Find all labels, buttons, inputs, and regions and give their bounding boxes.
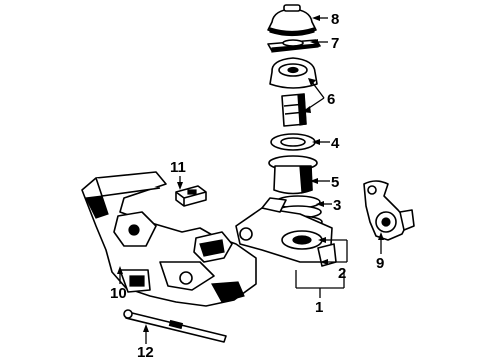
callout-8: 8 — [331, 11, 339, 28]
crossmember — [81, 171, 257, 307]
spring-insulator — [270, 133, 316, 151]
bearing-plate — [267, 39, 321, 53]
tension-strut-rod — [123, 309, 227, 343]
callout-3: 3 — [333, 197, 341, 214]
callout-4: 4 — [331, 135, 340, 152]
leader-lines — [117, 15, 384, 344]
callout-12: 12 — [137, 344, 154, 360]
callout-7: 7 — [331, 35, 339, 52]
callout-11: 11 — [170, 159, 186, 176]
callout-9: 9 — [376, 255, 384, 272]
mount-insulator — [175, 185, 207, 207]
jounce-bumper — [281, 93, 307, 127]
steering-knuckle — [363, 180, 415, 241]
callout-1: 1 — [315, 299, 323, 316]
upper-mount-cap — [267, 4, 317, 37]
spring-seat — [268, 155, 318, 195]
callout-6: 6 — [327, 91, 335, 108]
strut-mount — [269, 57, 318, 89]
callout-2: 2 — [338, 265, 346, 282]
callout-10: 10 — [110, 285, 127, 302]
callout-5: 5 — [331, 174, 339, 191]
